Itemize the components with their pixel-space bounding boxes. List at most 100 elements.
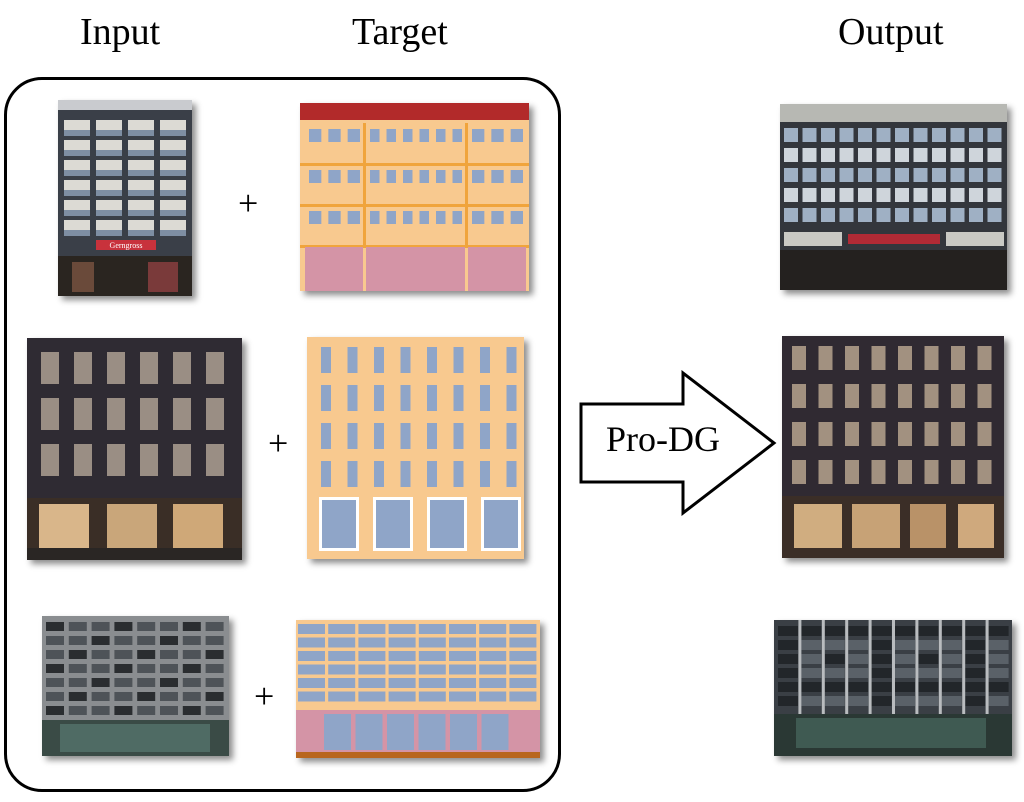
target-window <box>403 211 413 224</box>
target-window <box>506 385 517 411</box>
target-window <box>452 129 462 142</box>
target-window <box>328 211 341 224</box>
input-facade-1: Gerngross <box>58 100 192 296</box>
target-window <box>419 129 429 142</box>
target-window <box>510 211 523 224</box>
target-window <box>358 637 386 648</box>
target-window <box>453 385 464 411</box>
target-window <box>506 423 517 449</box>
target-layout-2 <box>307 337 524 559</box>
target-window <box>491 211 504 224</box>
target-ground-window <box>418 714 446 750</box>
target-window <box>358 678 386 688</box>
target-window <box>386 170 396 183</box>
target-window <box>452 170 462 183</box>
target-window <box>479 678 507 688</box>
target-window <box>400 385 411 411</box>
target-window <box>370 170 380 183</box>
target-window <box>403 129 413 142</box>
target-window <box>418 624 446 634</box>
target-window <box>347 211 360 224</box>
target-window <box>347 461 358 487</box>
plus-operator-1: + <box>238 183 259 223</box>
target-window <box>347 423 358 449</box>
target-window <box>374 347 384 373</box>
target-window <box>453 347 464 373</box>
target-window <box>298 691 325 702</box>
target-window <box>309 170 322 183</box>
target-window <box>510 129 523 142</box>
output-facade-2 <box>782 336 1004 558</box>
target-window <box>479 637 507 648</box>
target-window <box>388 691 416 702</box>
target-window <box>388 664 416 675</box>
target-window <box>509 651 537 661</box>
target-window <box>472 170 485 183</box>
target-window <box>491 170 504 183</box>
target-ground-window <box>355 714 383 750</box>
target-window <box>509 637 537 648</box>
target-window <box>403 170 413 183</box>
target-window <box>328 664 356 675</box>
input-column-header: Input <box>80 11 161 53</box>
target-window <box>418 651 446 661</box>
plus-operator-3: + <box>254 676 275 716</box>
target-window <box>358 624 386 634</box>
target-window <box>386 129 396 142</box>
target-window <box>298 678 325 688</box>
target-window <box>510 170 523 183</box>
target-window <box>328 129 341 142</box>
target-window <box>453 423 464 449</box>
target-window <box>449 637 476 648</box>
target-window <box>480 385 490 411</box>
target-window <box>418 637 446 648</box>
target-window <box>449 691 476 702</box>
target-window <box>449 678 476 688</box>
target-ground-window <box>484 500 518 548</box>
target-window <box>472 129 485 142</box>
target-window <box>418 678 446 688</box>
target-window <box>480 461 490 487</box>
target-window <box>453 461 464 487</box>
target-window <box>449 664 476 675</box>
target-window <box>374 423 384 449</box>
target-window <box>298 624 325 634</box>
target-ground-window <box>387 714 414 750</box>
target-window <box>328 637 356 648</box>
target-window <box>298 664 325 675</box>
target-window <box>321 347 331 373</box>
target-window <box>436 170 446 183</box>
target-window <box>506 347 517 373</box>
target-layout-3 <box>296 620 540 758</box>
target-window <box>328 170 341 183</box>
target-window <box>449 624 476 634</box>
output-facade-1 <box>780 104 1007 290</box>
target-ground-window <box>481 714 509 750</box>
target-window <box>388 678 416 688</box>
plus-operator-2: + <box>268 423 289 463</box>
target-window <box>347 129 360 142</box>
target-ground-window <box>450 714 477 750</box>
input-facade-3 <box>42 616 229 756</box>
target-window <box>472 211 485 224</box>
target-window <box>388 651 416 661</box>
target-window <box>358 651 386 661</box>
target-window <box>479 664 507 675</box>
target-window <box>418 691 446 702</box>
output-facade-3 <box>774 620 1012 756</box>
target-ground-window <box>430 500 464 548</box>
target-window <box>370 129 380 142</box>
target-window <box>400 347 411 373</box>
target-window <box>370 211 380 224</box>
target-layout-1 <box>300 103 529 291</box>
input-facade-1-sign: Gerngross <box>110 241 143 250</box>
target-window <box>374 461 384 487</box>
target-window <box>479 624 507 634</box>
target-window <box>427 461 437 487</box>
target-window <box>328 624 356 634</box>
target-window <box>427 347 437 373</box>
target-window <box>400 461 411 487</box>
target-window <box>388 624 416 634</box>
pro-dg-arrow: Pro-DG <box>578 369 778 521</box>
target-window <box>358 691 386 702</box>
